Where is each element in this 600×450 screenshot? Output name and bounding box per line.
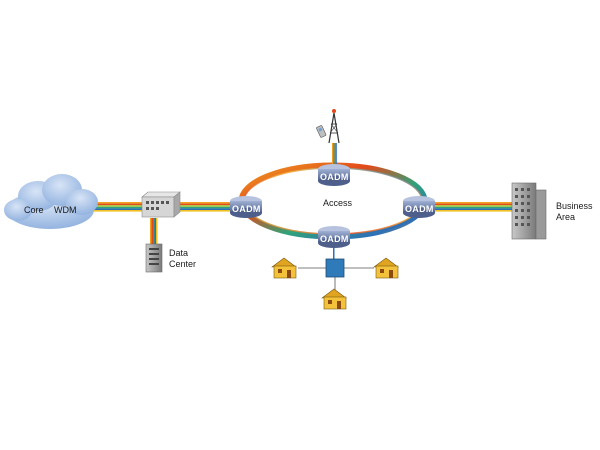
fiber-to-switch	[333, 245, 335, 259]
access-label: Access	[323, 198, 353, 208]
oadm-top-label: OADM	[320, 172, 349, 182]
access-switch	[298, 258, 374, 290]
fiber-to-datacenter	[150, 218, 158, 244]
office-building-icon	[511, 182, 547, 240]
patch-panel	[141, 191, 181, 218]
fiber-to-tower	[332, 143, 337, 165]
oadm-node-bottom: OADM	[318, 226, 350, 248]
wdm-label: WDM	[54, 205, 77, 215]
mobile-phone-icon	[316, 125, 327, 138]
oadm-left-label: OADM	[232, 204, 261, 214]
house-icon-right	[373, 257, 399, 279]
datacenter-label-line2: Center	[169, 259, 196, 269]
datacenter-rack-icon	[145, 243, 163, 273]
oadm-node-right: OADM	[403, 196, 435, 218]
house-icon-left	[271, 257, 297, 279]
oadm-node-top: OADM	[318, 164, 350, 186]
core-wdm-cloud: Core WDM	[4, 174, 98, 229]
core-label: Core	[24, 205, 44, 215]
house-icon-bottom	[321, 288, 347, 310]
business-label-line2: Area	[556, 212, 575, 222]
datacenter-label-line1: Data	[169, 248, 188, 258]
oadm-node-left: OADM	[230, 196, 262, 218]
oadm-right-label: OADM	[405, 204, 434, 214]
cell-tower-icon	[328, 109, 340, 144]
oadm-bottom-label: OADM	[320, 234, 349, 244]
business-label-line1: Business	[556, 201, 593, 211]
fiber-access-to-business	[420, 202, 520, 212]
